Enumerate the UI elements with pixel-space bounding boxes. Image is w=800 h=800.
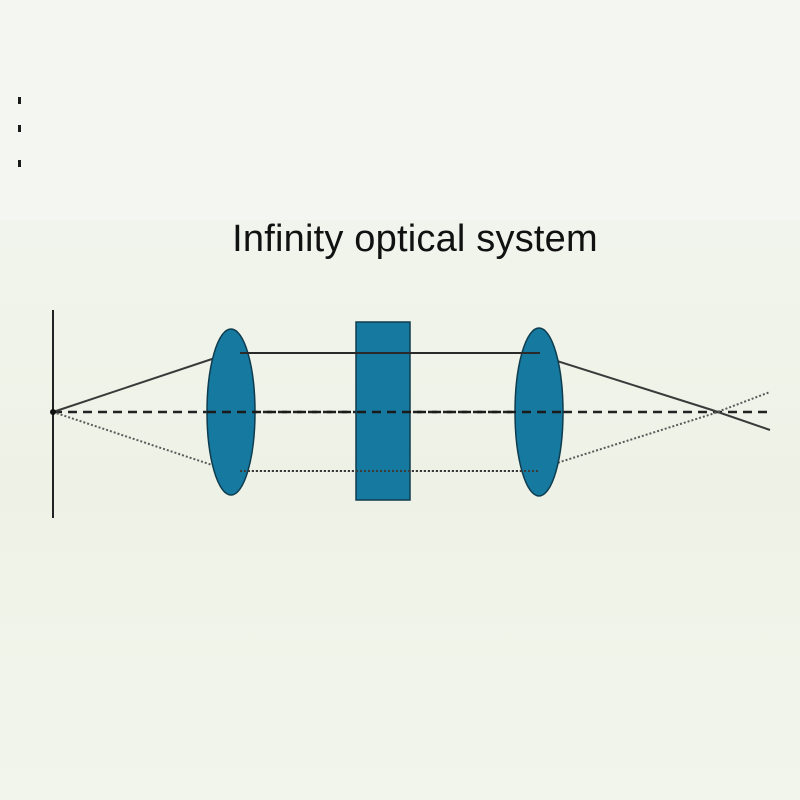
- left-edge-marks: [18, 95, 24, 185]
- edge-mark: [18, 125, 21, 132]
- edge-mark: [18, 160, 21, 167]
- upper-ray: [52, 352, 771, 431]
- lower-ray: [52, 391, 771, 472]
- object-point: [50, 409, 56, 415]
- top-band: [0, 0, 800, 220]
- diagram-title: Infinity optical system: [232, 218, 598, 260]
- edge-mark: [18, 97, 21, 104]
